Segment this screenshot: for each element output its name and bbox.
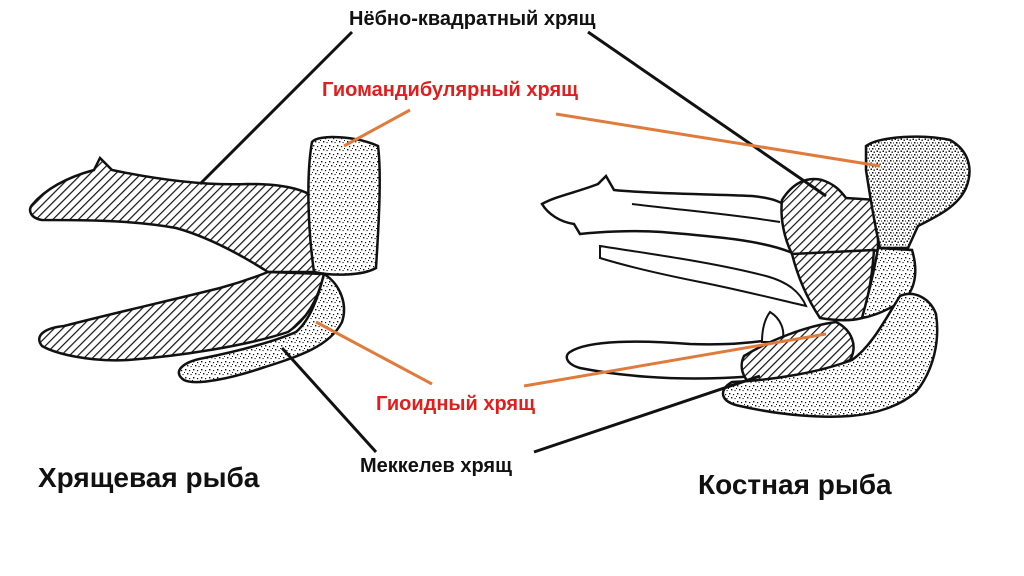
- pointer-meckel-right: [533, 374, 761, 454]
- label-palatoquadrate: Нёбно-квадратный хрящ: [349, 8, 596, 30]
- label-hyomandibular: Гиомандибулярный хрящ: [322, 79, 578, 101]
- pointer-hyomandibular-right: [555, 112, 881, 168]
- cartilaginous-fish-skull: [28, 135, 381, 384]
- bony-upper-bone: [540, 173, 792, 254]
- cart-hyoid: [177, 272, 346, 384]
- bony-palatoquadrate: [780, 177, 880, 257]
- cart-meckel: [38, 270, 326, 362]
- label-meckel: Меккелев хрящ: [360, 455, 512, 477]
- bony-hyomandibular: [864, 135, 971, 250]
- pointer-palatoquadrate-left: [198, 30, 354, 186]
- bony-quadrate: [790, 248, 876, 322]
- label-hyoid: Гиоидный хрящ: [376, 393, 535, 415]
- bony-ceratohyal: [721, 292, 939, 418]
- cart-palatoquadrate: [28, 155, 320, 274]
- pointer-lines: [198, 30, 881, 454]
- pointer-hyoid-left: [315, 320, 433, 386]
- pointer-palatoquadrate-right: [587, 30, 827, 198]
- title-cartilaginous-fish: Хрящевая рыба: [38, 462, 260, 493]
- pointer-hyomandibular-left: [343, 108, 411, 148]
- bony-fish-skull: [540, 135, 971, 418]
- cart-hyomandibular: [307, 135, 381, 276]
- pointer-hyoid-right: [523, 332, 827, 388]
- pointer-meckel-left: [280, 346, 378, 454]
- title-bony-fish: Костная рыба: [698, 469, 892, 500]
